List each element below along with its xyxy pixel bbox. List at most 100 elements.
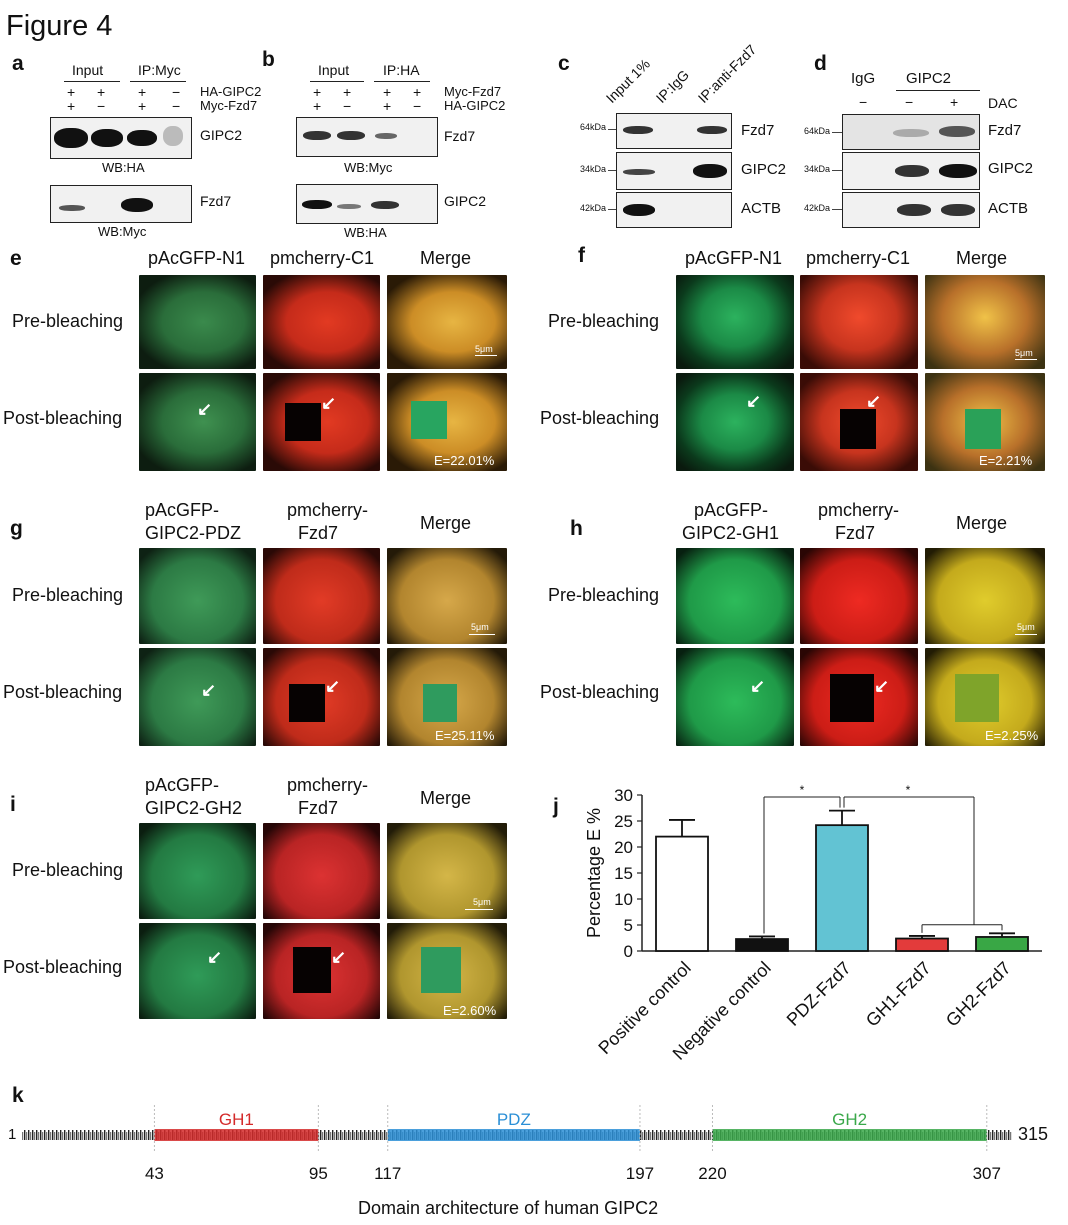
panel-e-pre-gfp — [139, 275, 256, 369]
bar — [655, 835, 709, 952]
panel-h-col-cherry2: Fzd7 — [835, 523, 876, 543]
position-label: 307 — [973, 1164, 1001, 1183]
panel-f-post-merge: E=2.21% — [925, 373, 1045, 471]
sign: − — [343, 98, 352, 114]
panel-i-row-pre: Pre-bleaching — [12, 860, 124, 880]
sign: + — [138, 98, 147, 114]
sign: − — [172, 98, 181, 114]
position-label: 197 — [626, 1164, 654, 1183]
sign: + — [138, 84, 147, 100]
panel-d-blot-gipc2 — [842, 152, 980, 190]
sign: + — [343, 84, 352, 100]
panel-i-pre-merge: 5μm — [387, 823, 507, 919]
panel-b-row-myc-fzd7: Myc-Fzd7 — [444, 84, 502, 99]
panel-c-band-fzd7: Fzd7 — [741, 122, 775, 139]
domain-block — [387, 1129, 640, 1141]
domain-name: GH1 — [219, 1110, 254, 1129]
scale-label: 5μm — [471, 622, 489, 632]
sign: − — [905, 94, 914, 110]
y-tick-label: 5 — [624, 916, 633, 935]
arrow-icon: ↙ — [325, 676, 341, 696]
panel-a-wb2: WB:Myc — [98, 224, 147, 239]
panel-d-header-gipc2: GIPC2 — [906, 70, 952, 87]
arrow-icon: ↙ — [331, 947, 347, 967]
panel-g-efficiency: E=25.11% — [435, 728, 495, 743]
panel-h-pre-cherry — [800, 548, 918, 644]
panel-f-col-merge: Merge — [956, 248, 1008, 268]
panel-d-underline — [896, 90, 980, 91]
panel-e-label: e — [10, 247, 22, 270]
sign: + — [97, 84, 106, 100]
domain-block — [712, 1129, 987, 1141]
panel-f-label: f — [578, 244, 585, 267]
panel-g-label: g — [10, 517, 23, 540]
position-label: 117 — [374, 1164, 401, 1183]
panel-b-blot1-label: Fzd7 — [444, 128, 476, 144]
panel-i-post-gfp: ↙ — [139, 923, 256, 1019]
panel-i-col-cherry: pmcherry- — [287, 775, 369, 795]
panel-f-pre-gfp — [676, 275, 794, 369]
panel-c-band-gipc2: GIPC2 — [741, 161, 787, 178]
arrow-icon: ↙ — [201, 680, 217, 700]
y-axis-label: Percentage E % — [584, 808, 604, 938]
panel-a-wb1: WB:HA — [102, 160, 145, 175]
arrow-icon: ↙ — [207, 947, 223, 967]
y-tick-label: 20 — [614, 838, 633, 857]
panel-i-col-gfp2: GIPC2-GH2 — [145, 798, 243, 818]
panel-a-underline-ip — [130, 81, 186, 82]
panel-i-pre-cherry — [263, 823, 380, 919]
panel-f-row-post: Post-bleaching — [540, 408, 660, 428]
panel-e-post-cherry: ↙ — [263, 373, 380, 471]
x-tick-label: GH1-Fzd7 — [862, 958, 935, 1031]
panel-g-row-post: Post-bleaching — [3, 682, 123, 702]
panel-h-post-gfp: ↙ — [676, 648, 794, 746]
domain-caption: Domain architecture of human GIPC2 — [358, 1198, 659, 1218]
panel-k-label: k — [12, 1084, 24, 1107]
panel-h-row-pre: Pre-bleaching — [548, 585, 660, 605]
panel-c-marker-64: 64kDa — [580, 122, 607, 132]
sign: − — [413, 98, 422, 114]
panel-e-pre-cherry — [263, 275, 380, 369]
sign: + — [950, 94, 959, 110]
panel-c-label: c — [558, 52, 570, 75]
panel-h-label: h — [570, 517, 583, 540]
panel-g-col-gfp: pAcGFP- — [145, 500, 220, 520]
sign: + — [67, 84, 76, 100]
panel-f-post-gfp: ↙ — [676, 373, 794, 471]
x-tick-label: GH2-Fzd7 — [942, 958, 1015, 1031]
panel-e-col-merge: Merge — [420, 248, 472, 268]
panel-h-col-merge: Merge — [956, 513, 1008, 533]
panel-b-header-ip: IP:HA — [383, 62, 420, 78]
domain-name: GH2 — [832, 1110, 867, 1129]
panel-i-col-gfp: pAcGFP- — [145, 775, 220, 795]
panel-b-wb1: WB:Myc — [344, 160, 393, 175]
x-tick-label: PDZ-Fzd7 — [783, 958, 855, 1030]
panel-d-marker-42: 42kDa — [804, 203, 831, 213]
position-label: 43 — [145, 1164, 164, 1183]
panel-c-lane-input: Input 1% — [602, 55, 654, 106]
bar — [975, 936, 1029, 952]
panel-i-col-merge: Merge — [420, 788, 472, 808]
panel-g-col-cherry2: Fzd7 — [298, 523, 339, 543]
scale-label: 5μm — [473, 897, 491, 907]
panel-g-pre-cherry — [263, 548, 380, 644]
panel-g-pre-gfp — [139, 548, 256, 644]
panel-g-post-gfp: ↙ — [139, 648, 256, 746]
panel-c-lane-igg: IP:IgG — [652, 66, 693, 106]
arrow-icon: ↙ — [874, 676, 890, 696]
panel-b-header-input: Input — [318, 62, 350, 78]
figure-title: Figure 4 — [6, 10, 113, 42]
panel-g-post-cherry: ↙ — [263, 648, 380, 746]
panel-a-blot-gipc2 — [50, 117, 192, 159]
significance-star: * — [906, 783, 911, 797]
panel-e-row-post: Post-bleaching — [3, 408, 123, 428]
panel-g-pre-merge: 5μm — [387, 548, 507, 644]
panel-e-post-gfp: ↙ — [139, 373, 256, 471]
panel-g-col-merge: Merge — [420, 513, 472, 533]
panel-a-blot2-label: Fzd7 — [200, 193, 232, 209]
panel-b-blot-gipc2 — [296, 184, 438, 224]
y-tick-label: 15 — [614, 864, 633, 883]
panel-i-efficiency: E=2.60% — [443, 1003, 497, 1018]
panel-g-row-pre: Pre-bleaching — [12, 585, 124, 605]
